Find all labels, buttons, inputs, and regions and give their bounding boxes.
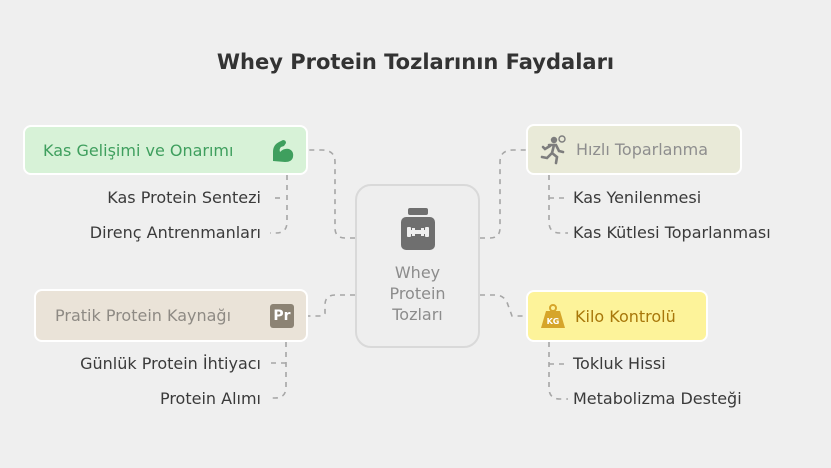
center-label-line2: Protein (389, 283, 446, 303)
protein-jar-icon (400, 207, 435, 250)
branch-hizli-label: Hızlı Toparlanma (576, 140, 709, 159)
link-hizli-leaves (548, 175, 568, 234)
diagram-title: Whey Protein Tozlarının Faydaları (216, 50, 615, 74)
leaf-kas-yenilenmesi: Kas Yenilenmesi (573, 188, 702, 207)
link-pratik-leaves (268, 342, 287, 399)
branch-kas-label: Kas Gelişimi ve Onarımı (43, 140, 234, 160)
leaf-kas-protein-sentezi: Kas Protein Sentezi (107, 188, 261, 207)
kg-weight-icon: KG (541, 304, 565, 328)
link-kilo-leaves (548, 342, 568, 400)
branch-kas-gelisimi: Kas Gelişimi ve Onarımı (23, 125, 308, 175)
leaf-direnc-antrenmanlari: Direnç Antrenmanları (89, 223, 261, 242)
link-center-hizli (480, 149, 526, 239)
running-person-icon (540, 135, 566, 165)
leaf-gunluk-protein-ihtiyaci: Günlük Protein İhtiyacı (80, 354, 261, 373)
leaf-kas-kutlesi-toparlanmasi: Kas Kütlesi Toparlanması (573, 223, 771, 242)
center-label-line1: Whey (394, 262, 441, 282)
link-center-kas (308, 149, 355, 239)
branch-kilo-label: Kilo Kontrolü (575, 306, 676, 326)
pr-badge-icon: Pr (270, 304, 294, 328)
center-node: Whey Protein Tozları (355, 184, 480, 348)
leaf-protein-alimi: Protein Alımı (159, 389, 261, 408)
branch-pratik-protein: Pratik Protein Kaynağı Pr (34, 289, 308, 342)
leaf-tokluk-hissi: Tokluk Hissi (573, 354, 666, 373)
link-kas-leaves (270, 175, 288, 234)
branch-kilo-kontrolu: KG Kilo Kontrolü (526, 290, 708, 342)
branch-pratik-label: Pratik Protein Kaynağı (55, 306, 232, 325)
flexed-bicep-icon (273, 140, 294, 162)
leaf-metabolizma-destegi: Metabolizma Desteği (573, 389, 742, 408)
branch-hizli-toparlanma: Hızlı Toparlanma (526, 124, 742, 175)
center-label-line3: Tozları (392, 304, 443, 324)
link-center-kilo (480, 294, 526, 317)
kg-badge-text: KG (547, 317, 560, 326)
link-center-pratik (308, 294, 355, 317)
